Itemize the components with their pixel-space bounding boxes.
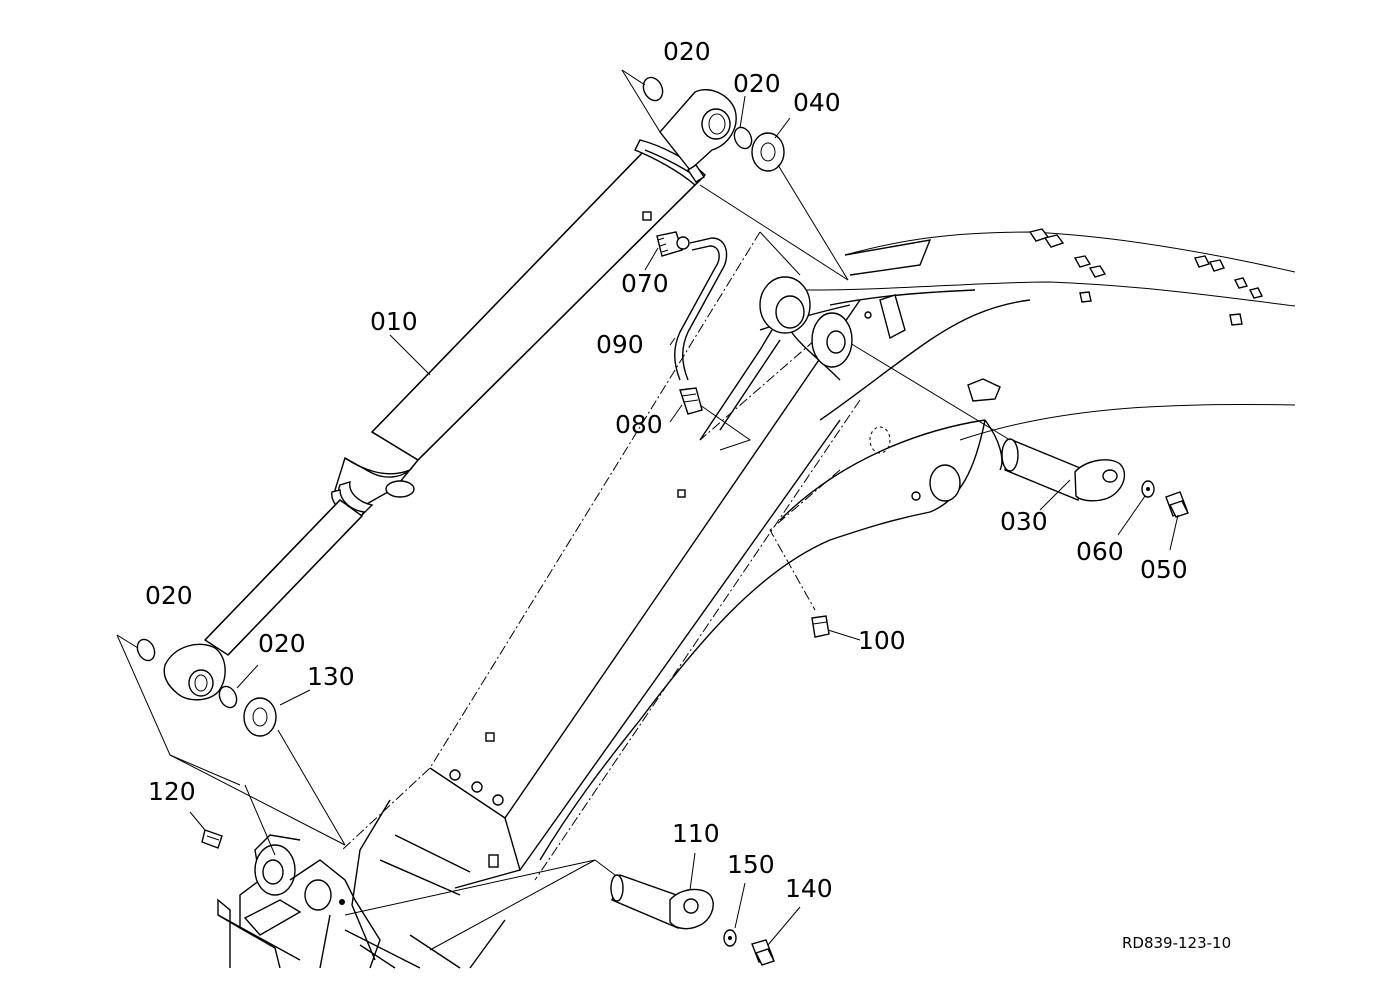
grease-line: [642, 211, 830, 638]
callout-040: 040: [793, 88, 841, 117]
grease-nipple-120: [201, 829, 223, 849]
callout-150: 150: [727, 850, 775, 879]
hydraulic-cylinder: [163, 89, 737, 701]
o-ring-020-top-right: [733, 126, 753, 150]
o-ring-020-bottom-left: [136, 638, 156, 662]
callout-110: 110: [672, 819, 720, 848]
hardware: [136, 76, 1189, 966]
callout-120: 120: [148, 777, 196, 806]
callout-labels: 020 020 040 070 010 090 080 030 060 050 …: [145, 37, 1231, 952]
upper-arm: [539, 228, 1296, 861]
front-support: [217, 834, 506, 969]
o-ring-020-bottom-right: [218, 685, 238, 709]
callout-030: 030: [1000, 507, 1048, 536]
callout-080: 080: [615, 410, 663, 439]
callout-140: 140: [785, 874, 833, 903]
callout-100: 100: [858, 626, 906, 655]
callout-010: 010: [370, 307, 418, 336]
washer-130: [243, 697, 277, 737]
pin-030: [759, 231, 1126, 502]
callout-070: 070: [621, 269, 669, 298]
callout-130: 130: [307, 662, 355, 691]
callout-020-c: 020: [145, 581, 193, 610]
callout-090: 090: [596, 330, 644, 359]
o-ring-020-top-left: [642, 76, 664, 102]
callout-020-d: 020: [258, 629, 306, 658]
leader-lines: [116, 69, 1179, 946]
pin-110: [344, 859, 714, 951]
washer-040: [751, 132, 785, 172]
reference-code: RD839-123-10: [1122, 934, 1231, 952]
callout-060: 060: [1076, 537, 1124, 566]
callout-020-b: 020: [733, 69, 781, 98]
callout-020-a: 020: [663, 37, 711, 66]
callout-050: 050: [1140, 555, 1188, 584]
